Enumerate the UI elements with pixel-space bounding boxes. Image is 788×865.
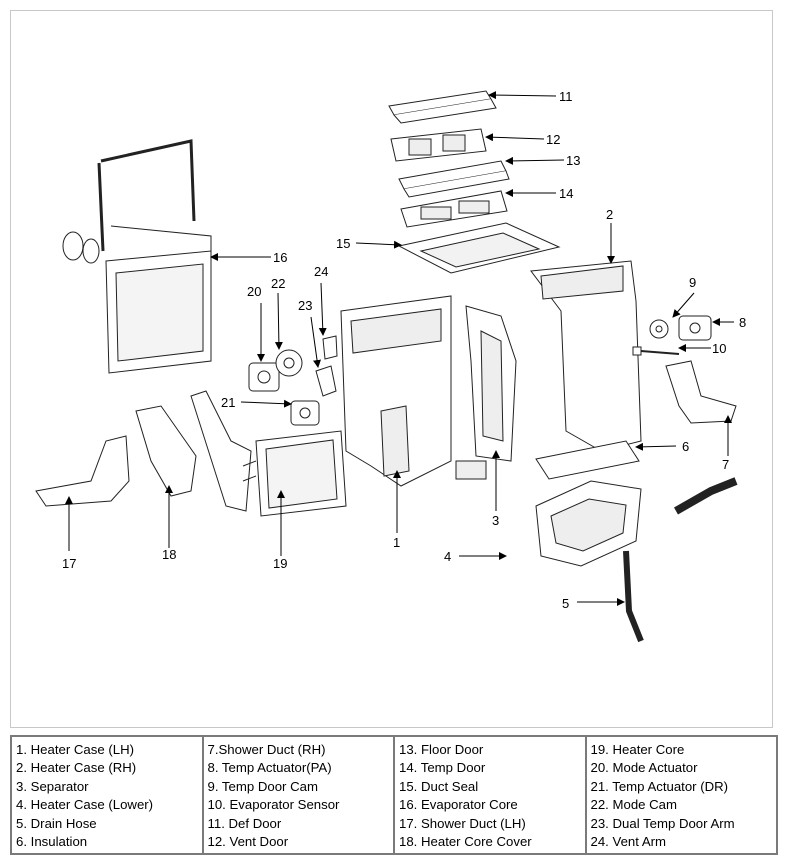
dual-temp-door-arm-part [315, 365, 337, 397]
callout-4: 4 [444, 549, 451, 564]
legend-column-1: 1. Heater Case (LH) 2. Heater Case (RH) … [10, 735, 204, 855]
callout-14: 14 [559, 186, 573, 201]
legend-column-4: 19. Heater Core 20. Mode Actuator 21. Te… [584, 735, 778, 855]
legend-item: 19. Heater Core [590, 742, 685, 757]
legend-item: 6. Insulation [16, 834, 88, 850]
def-door-part [388, 90, 497, 124]
shower-duct-rh-part [665, 360, 737, 424]
vent-door-part [390, 128, 487, 162]
legend-item: 11. Def Door [207, 815, 282, 831]
legend-item: 10. Evaporator Sensor [207, 797, 340, 813]
legend-item: 9. Temp Door Cam [207, 778, 318, 794]
evaporator-core-part [62, 139, 212, 374]
callout-21: 21 [221, 395, 235, 410]
callout-23: 23 [298, 298, 312, 313]
callout-18: 18 [162, 547, 176, 562]
legend-item: 13. Floor Door [399, 742, 484, 757]
heater-case-lower-part [535, 480, 642, 567]
callout-5: 5 [562, 596, 569, 611]
diagram-canvas: 1 2 3 4 5 6 7 8 9 10 11 12 13 14 15 16 1… [35, 89, 746, 643]
legend-item: 15. Duct Seal [399, 778, 479, 794]
heater-core-cover-part [135, 390, 252, 512]
exploded-diagram: 1 2 3 4 5 6 7 8 9 10 11 12 13 14 15 16 1… [10, 10, 773, 728]
legend-item: 24. Vent Arm [590, 834, 667, 850]
legend-item: 5. Drain Hose [16, 815, 97, 831]
legend-item: 3. Separator [16, 778, 89, 794]
shower-duct-lh-part [35, 435, 130, 507]
temp-actuator-dr-part [290, 400, 320, 426]
legend-item: 8. Temp Actuator(PA) [207, 760, 332, 776]
evaporator-sensor-part [632, 346, 680, 356]
legend-item: 18. Heater Core Cover [399, 834, 532, 850]
callout-19: 19 [273, 556, 287, 571]
callout-3: 3 [492, 513, 499, 528]
duct-seal-part [397, 222, 561, 274]
legend-item: 22. Mode Cam [590, 797, 678, 813]
legend-item: 14. Temp Door [399, 760, 486, 776]
drain-hose-part [623, 477, 738, 643]
mode-cam-part [275, 349, 303, 377]
legend-item: 21. Temp Actuator (DR) [590, 778, 729, 794]
callout-2: 2 [606, 207, 613, 222]
callout-7: 7 [722, 457, 729, 472]
mode-actuator-part [248, 362, 280, 392]
legend-item: 4. Heater Case (Lower) [16, 797, 154, 813]
separator-part [465, 305, 517, 462]
callout-6: 6 [682, 439, 689, 454]
callout-1: 1 [393, 535, 400, 550]
callout-10: 10 [712, 341, 726, 356]
callout-9: 9 [689, 275, 696, 290]
legend-item: 2. Heater Case (RH) [16, 760, 137, 776]
legend-item: 12. Vent Door [207, 834, 289, 850]
floor-door-part [398, 160, 510, 198]
legend-item: 16. Evaporator Core [399, 797, 518, 813]
parts-legend: 1. Heater Case (LH) 2. Heater Case (RH) … [10, 735, 778, 855]
heater-case-rh-part [530, 260, 642, 452]
callout-8: 8 [739, 315, 746, 330]
callout-16: 16 [273, 250, 287, 265]
callout-17: 17 [62, 556, 76, 571]
callout-20: 20 [247, 284, 261, 299]
legend-item: 1. Heater Case (LH) [16, 742, 134, 757]
legend-item: 23. Dual Temp Door Arm [590, 815, 735, 831]
heater-case-lh-part [340, 295, 487, 487]
callout-13: 13 [566, 153, 580, 168]
callout-11: 11 [559, 89, 573, 104]
legend-item: 20. Mode Actuator [590, 760, 698, 776]
legend-column-3: 13. Floor Door 14. Temp Door 15. Duct Se… [393, 735, 587, 855]
heater-core-part [242, 430, 347, 517]
vent-arm-part [322, 335, 338, 360]
legend-item: 7.Shower Duct (RH) [207, 742, 326, 757]
temp-actuator-pa-part [678, 315, 712, 341]
legend-column-2: 7.Shower Duct (RH) 8. Temp Actuator(PA) … [201, 735, 395, 855]
temp-door-part [400, 190, 508, 228]
callout-15: 15 [336, 236, 350, 251]
legend-item: 17. Shower Duct (LH) [399, 815, 526, 831]
callout-12: 12 [546, 132, 560, 147]
callout-22: 22 [271, 276, 285, 291]
callout-24: 24 [314, 264, 328, 279]
insulation-part [535, 440, 640, 480]
temp-door-cam-part [649, 319, 669, 339]
